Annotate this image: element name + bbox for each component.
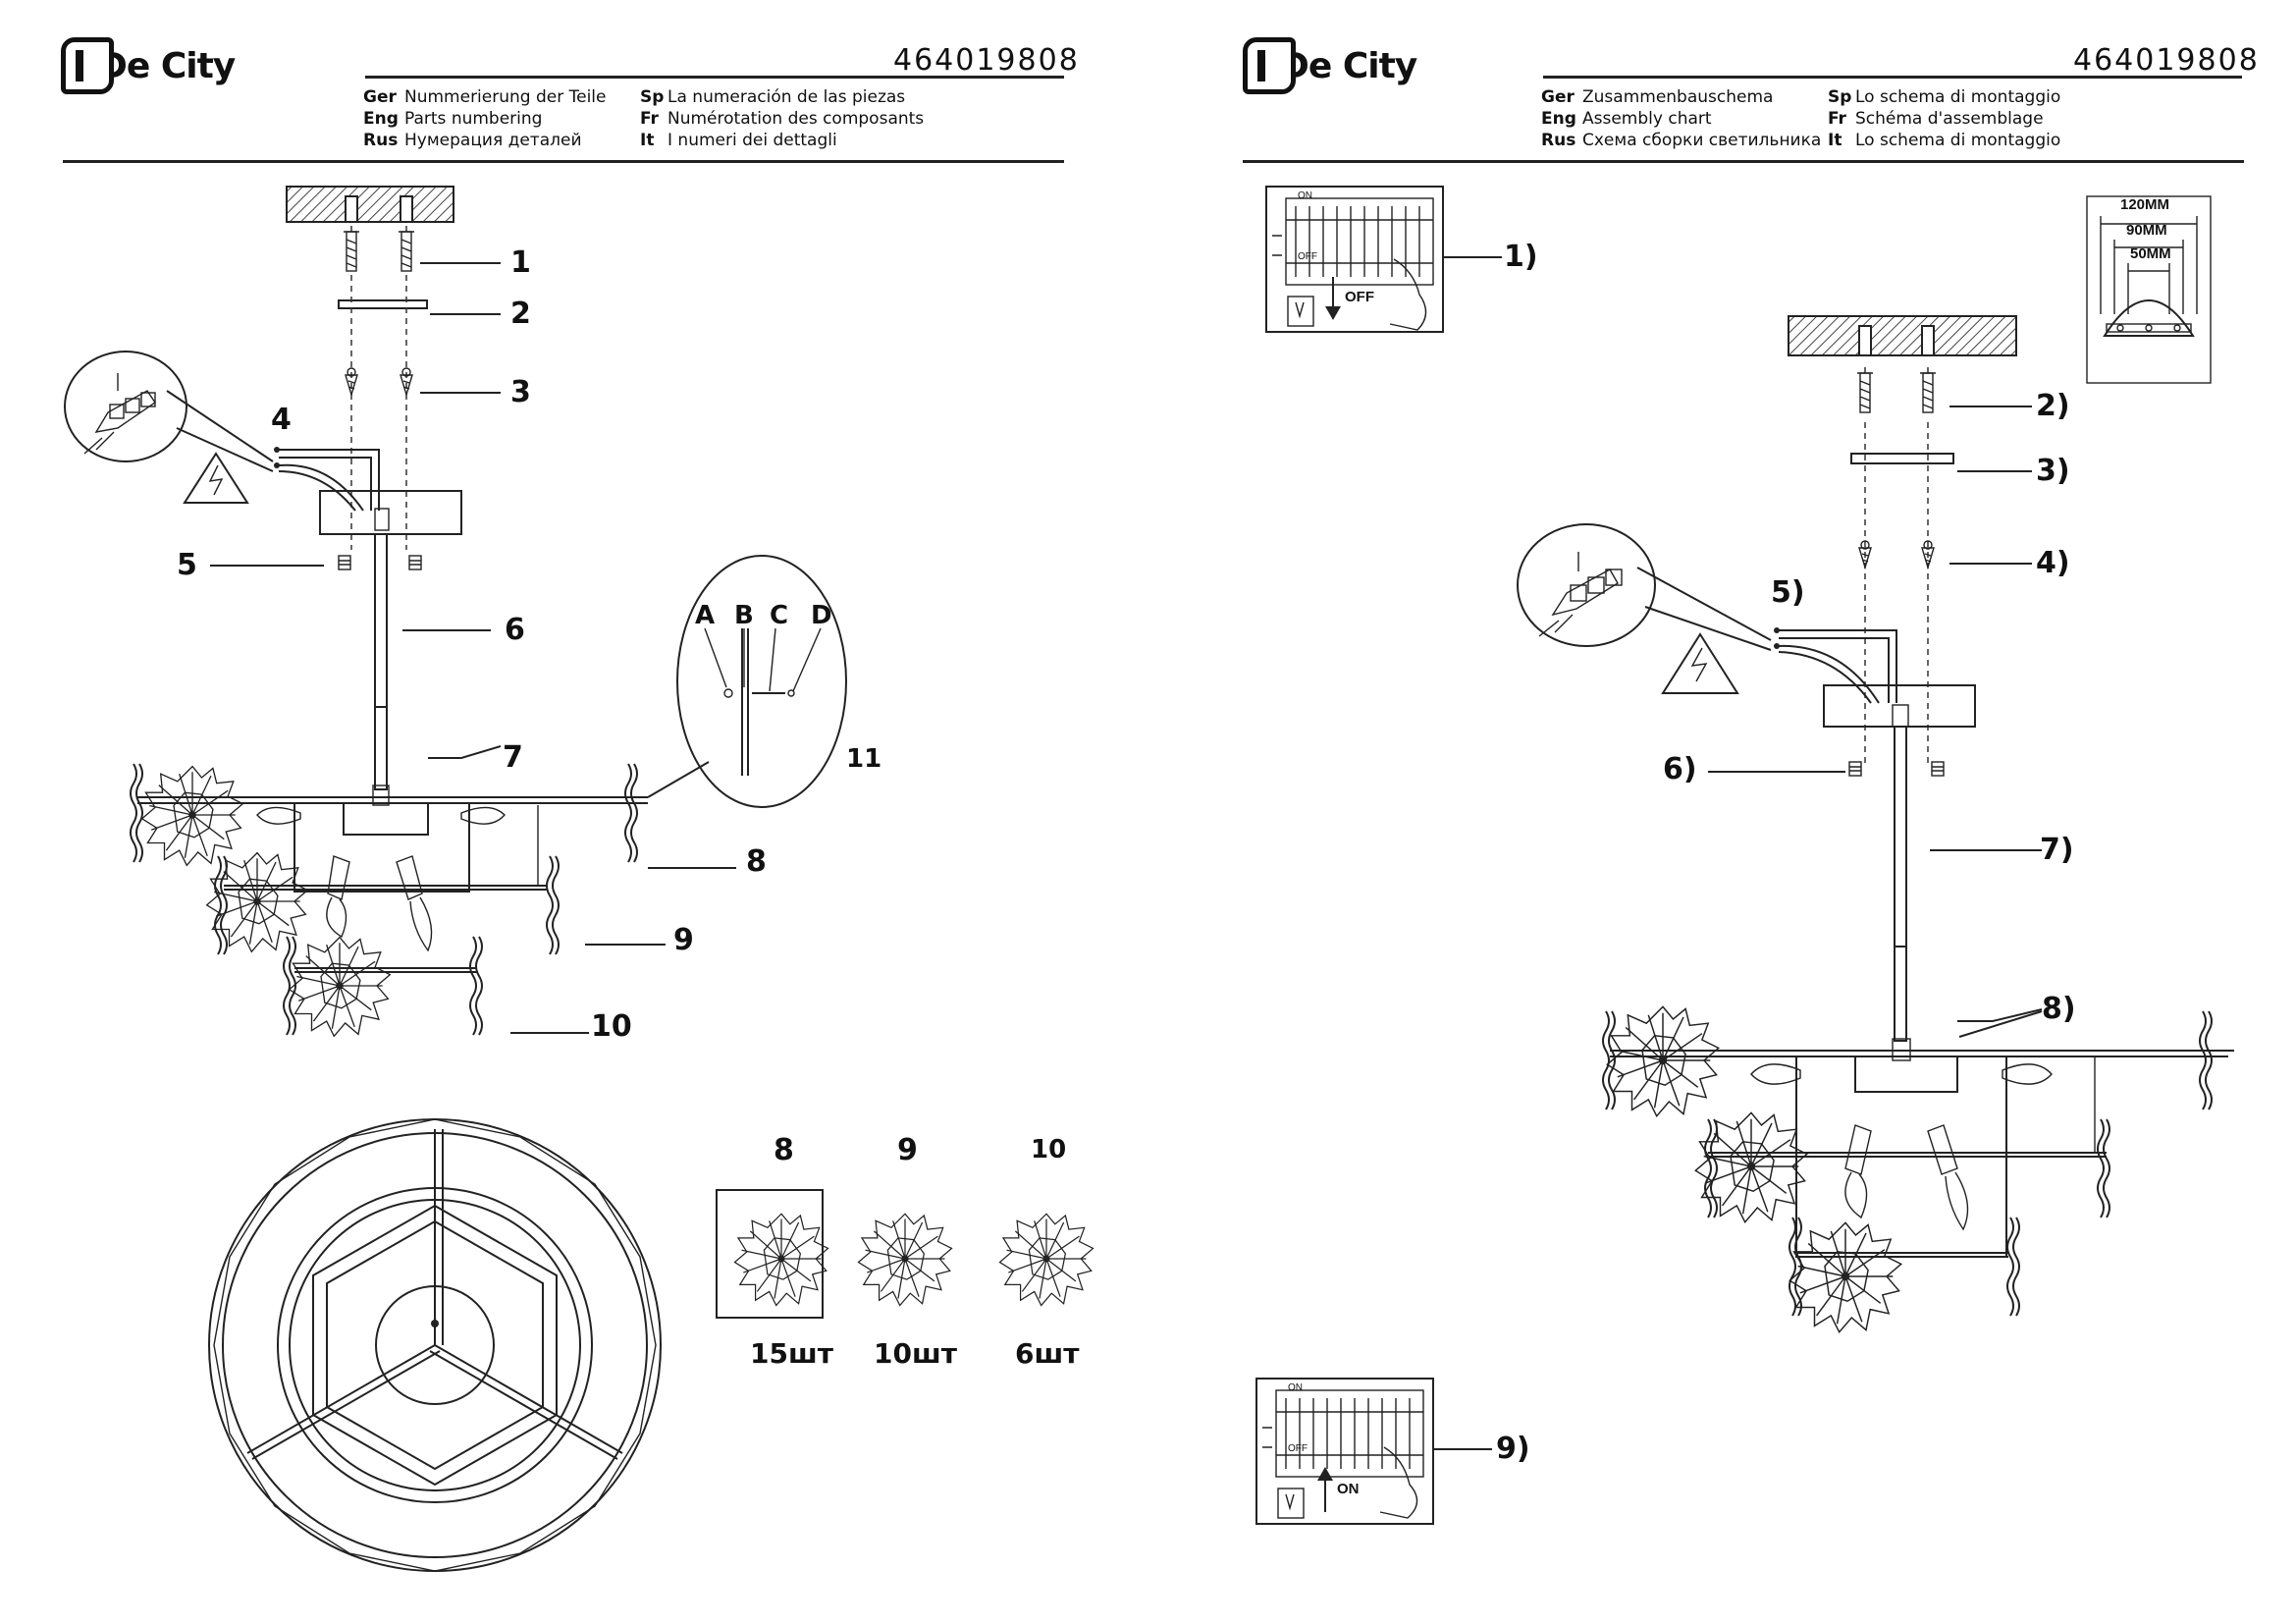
logo-mark-icon: [61, 37, 114, 94]
header-bottom-rule: [1243, 160, 2244, 163]
ceiling: [286, 186, 454, 223]
wiring-detail: [64, 351, 187, 462]
step-9: 9): [1496, 1432, 1530, 1466]
detail-11: [676, 555, 847, 808]
top-view: [208, 1118, 662, 1572]
crystal-qty-9: 10шт: [874, 1337, 957, 1370]
part-number-2: 2: [510, 297, 531, 331]
logo-text: De City: [96, 45, 238, 86]
dimension-120: 120MM: [2120, 196, 2170, 213]
header-rule: [365, 76, 1064, 79]
crystal-box: [716, 1189, 824, 1319]
part-number-4: 4: [271, 403, 292, 437]
step-1: 1): [1504, 240, 1538, 274]
breaker-on-label: ON: [1298, 190, 1312, 201]
part-number-11: 11: [846, 744, 882, 774]
step-8: 8): [2042, 992, 2076, 1026]
part-number-9: 9: [673, 923, 694, 957]
warning-triangle-icon: [1661, 632, 1739, 694]
breaker-off-label-2: OFF: [1288, 1443, 1308, 1454]
dimension-90: 90MM: [2126, 222, 2167, 239]
part-number-1: 1: [510, 245, 531, 280]
canopy: [319, 490, 462, 535]
part-number-3: 3: [510, 375, 531, 409]
part-number-6: 6: [505, 613, 525, 647]
step-4: 4): [2036, 546, 2070, 580]
mounting-bracket: [1850, 453, 1954, 464]
brand-logo-left: De City: [61, 37, 238, 94]
wiring-detail: [1517, 523, 1656, 647]
breaker-off: [1265, 186, 1444, 333]
part-number-5: 5: [177, 548, 197, 582]
logo-mark-icon: [1243, 37, 1296, 94]
crystal-number-10: 10: [1031, 1135, 1067, 1164]
dimension-50: 50MM: [2130, 245, 2171, 262]
detail-letter-a: A: [695, 601, 716, 630]
switch-on-label: ON: [1337, 1481, 1360, 1497]
header-bottom-rule: [63, 160, 1064, 163]
breaker-on-label-2: ON: [1288, 1382, 1303, 1393]
canopy: [1823, 684, 1976, 728]
part-number-8: 8: [746, 844, 767, 879]
crystal-qty-10: 6шт: [1015, 1337, 1080, 1370]
switch-off-label: OFF: [1345, 289, 1374, 305]
step-7: 7): [2040, 833, 2074, 867]
detail-letter-c: C: [770, 601, 789, 630]
article-number-right: 464019808: [2073, 43, 2260, 78]
crystal-qty-8: 15шт: [750, 1337, 833, 1370]
step-2: 2): [2036, 389, 2070, 423]
header-rule: [1543, 76, 2242, 79]
detail-letter-b: B: [734, 601, 754, 630]
step-3: 3): [2036, 454, 2070, 488]
brand-logo-right: De City: [1243, 37, 1419, 94]
article-number-left: 464019808: [893, 43, 1080, 78]
breaker-on: [1255, 1378, 1434, 1525]
step-5: 5): [1771, 575, 1805, 610]
detail-letter-d: D: [811, 601, 832, 630]
warning-triangle-icon: [183, 452, 249, 504]
step-6: 6): [1663, 752, 1697, 786]
mounting-bracket: [338, 299, 428, 309]
stem: [374, 533, 388, 790]
logo-text: De City: [1278, 45, 1419, 86]
breaker-off-label: OFF: [1298, 251, 1317, 262]
part-number-7: 7: [503, 740, 523, 775]
stem: [1894, 726, 1907, 1042]
part-number-10: 10: [591, 1009, 632, 1044]
crystal-number-8: 8: [774, 1133, 794, 1167]
ceiling: [1788, 315, 2017, 356]
dimension-diagram: [2086, 195, 2212, 384]
crystal-number-9: 9: [897, 1133, 918, 1167]
